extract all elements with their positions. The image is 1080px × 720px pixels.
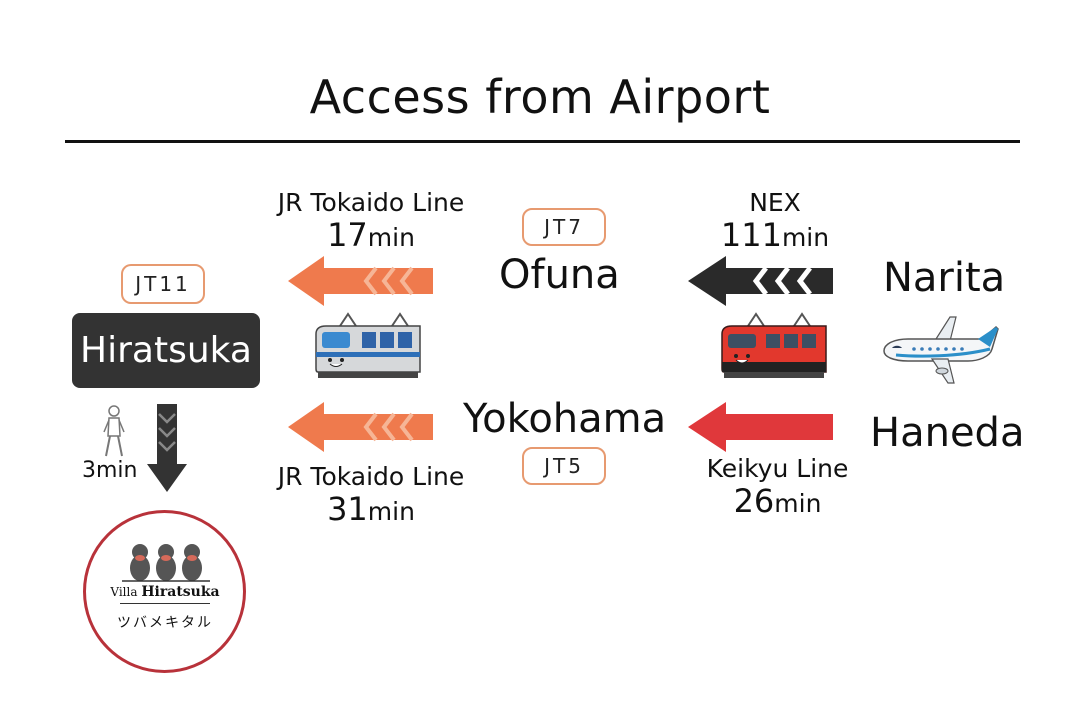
tokaido-ofuna-duration: 17min — [266, 218, 476, 255]
tokaido-yokohama-line-name: JR Tokaido Line — [277, 462, 465, 491]
nex-train-icon — [721, 312, 827, 378]
haneda-label: Haneda — [870, 410, 1025, 456]
yokohama-code-badge: JT5 — [522, 447, 606, 485]
logo-villa: Villa — [110, 585, 138, 599]
nex-label: NEX 111min — [700, 188, 850, 255]
tokaido-yokohama-unit: min — [367, 497, 415, 526]
tokaido-ofuna-arrow — [288, 256, 433, 306]
keikyu-label: Keikyu Line 26min — [690, 454, 865, 521]
tokaido-yokohama-minutes: 31 — [327, 490, 368, 528]
logo-underline — [120, 603, 210, 604]
tokaido-yokohama-arrow — [288, 402, 433, 452]
keikyu-duration: 26min — [690, 484, 865, 521]
title-divider — [65, 140, 1020, 143]
tokaido-ofuna-unit: min — [367, 223, 415, 252]
keikyu-line-name: Keikyu Line — [706, 454, 849, 483]
logo-hiratsuka: Hiratsuka — [141, 584, 220, 600]
tokaido-ofuna-line-name: JR Tokaido Line — [277, 188, 465, 217]
nex-line-name: NEX — [749, 188, 801, 217]
ofuna-code-badge: JT7 — [522, 208, 606, 246]
logo-name: Villa Hiratsuka — [92, 584, 238, 600]
nex-unit: min — [781, 223, 830, 252]
page-title: Access from Airport — [309, 70, 771, 124]
airplane-icon — [883, 316, 999, 384]
tokaido-ofuna-label: JR Tokaido Line 17min — [266, 188, 476, 255]
walk-time: 3min — [82, 458, 138, 483]
keikyu-arrow — [688, 402, 833, 452]
ofuna-label: Ofuna — [499, 252, 620, 298]
nex-duration: 111min — [700, 218, 850, 255]
nex-arrow — [688, 256, 833, 306]
logo-katakana: ツバメキタル — [117, 615, 213, 631]
hiratsuka-code-badge: JT11 — [121, 264, 205, 304]
tokaido-yokohama-duration: 31min — [266, 492, 476, 529]
walk-unit: min — [96, 458, 138, 483]
nex-minutes: 111 — [720, 216, 782, 254]
walk-minutes: 3 — [82, 458, 96, 483]
tokaido-ofuna-minutes: 17 — [327, 216, 368, 254]
yokohama-label: Yokohama — [463, 396, 667, 442]
keikyu-unit: min — [774, 489, 822, 518]
tokaido-yokohama-label: JR Tokaido Line 31min — [266, 462, 476, 529]
jr-train-icon — [315, 312, 421, 378]
keikyu-minutes: 26 — [733, 482, 775, 520]
down-arrow-icon — [147, 404, 187, 492]
walking-person-icon — [103, 405, 125, 457]
villa-hiratsuka-logo — [83, 510, 246, 673]
swallows-icon — [122, 544, 210, 582]
narita-label: Narita — [883, 255, 1006, 301]
hiratsuka-station-box: Hiratsuka — [72, 313, 260, 388]
